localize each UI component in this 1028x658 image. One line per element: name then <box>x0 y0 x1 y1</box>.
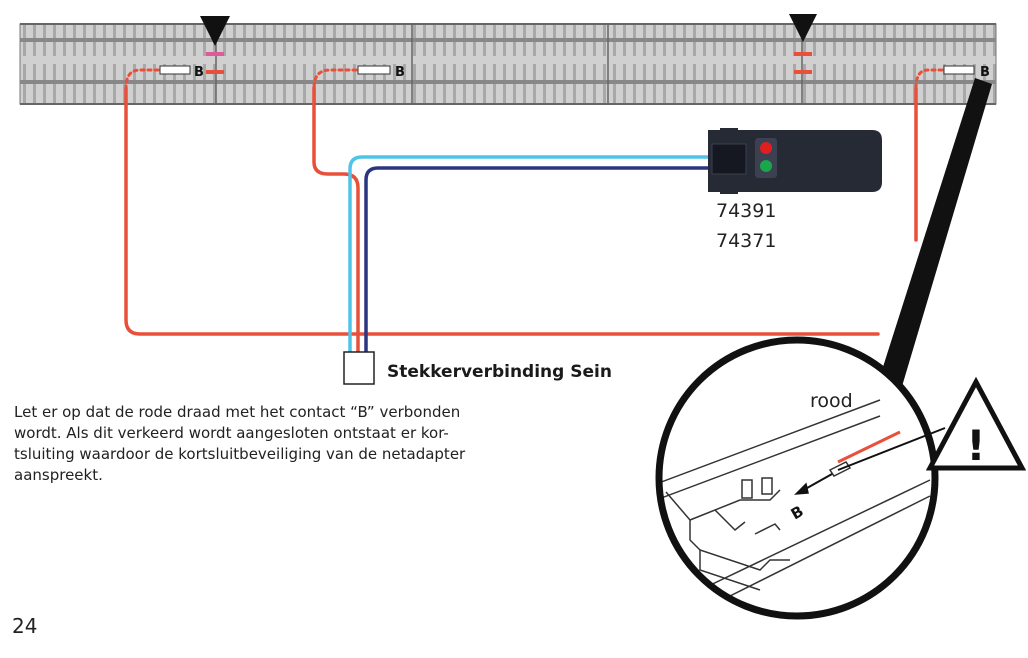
detail-wire <box>837 430 901 464</box>
blue-wire-group <box>348 155 714 354</box>
red-wire-left-dotted <box>124 68 160 90</box>
isolation-point-right <box>789 14 817 74</box>
plug-connector-middle: B <box>357 65 405 80</box>
track-bed <box>19 23 997 105</box>
detail-rail <box>709 495 931 607</box>
note-line: wordt. Als dit verkeerd wordt aangeslote… <box>14 424 449 442</box>
model-number-1: 74391 <box>716 200 777 222</box>
plug-connector-icon <box>357 65 391 75</box>
plug-connection-label: Stekkerverbinding Sein <box>387 362 612 382</box>
red-wire-middle-dotted <box>312 68 358 90</box>
detail-post <box>761 477 773 495</box>
detail-clip <box>699 550 761 591</box>
plug-connector-icon <box>159 65 191 75</box>
warning-pointer <box>837 427 946 471</box>
detail-rail <box>659 415 881 507</box>
detail-post <box>741 479 753 499</box>
note-line: Let er op dat de rode draad met het cont… <box>14 403 461 421</box>
plug-connector-icon <box>943 65 975 75</box>
separation-arrow-icon <box>789 14 817 42</box>
page-number: 24 <box>12 614 38 638</box>
led-green <box>760 160 772 172</box>
signal-module <box>708 128 882 194</box>
magnifier-pointer <box>868 78 992 420</box>
plug-connector-right: B <box>943 65 990 80</box>
detail-rail <box>699 479 931 591</box>
contact-b-label: B <box>980 65 990 80</box>
module-tab <box>720 189 738 194</box>
isolation-mark <box>794 52 812 56</box>
magnifier-ring <box>655 336 939 620</box>
connector-socket <box>711 143 747 175</box>
isolation-point-left <box>200 16 230 74</box>
red-wire-right-dotted <box>914 68 944 90</box>
isolation-mark <box>206 70 224 74</box>
instruction-note: Let er op dat de rode draad met het cont… <box>14 402 494 486</box>
warning-triangle-icon: ! <box>925 376 1027 471</box>
signal-plug-box <box>343 351 375 385</box>
rail-bottom <box>20 80 996 84</box>
detail-rail <box>659 399 881 491</box>
rail-top <box>20 38 996 42</box>
model-number-2: 74371 <box>716 230 777 252</box>
signal-module-icon <box>708 130 882 192</box>
note-line: tsluiting waardoor de kortsluitbeveiligi… <box>14 445 466 463</box>
light-blue-wire <box>348 155 714 354</box>
red-wire-left <box>124 86 880 336</box>
detail-bracket <box>714 509 781 535</box>
separation-arrow-icon <box>200 16 230 46</box>
track-section <box>19 23 997 105</box>
red-wire-middle <box>312 86 360 354</box>
red-wire-group <box>124 68 944 354</box>
isolation-mark <box>794 70 812 74</box>
module-tab <box>720 128 738 133</box>
contact-b-label: B <box>194 65 204 80</box>
warning-exclamation: ! <box>966 421 985 470</box>
contact-b-label: B <box>395 65 405 80</box>
detail-arrow-head <box>794 482 809 495</box>
dark-blue-wire <box>364 166 714 354</box>
isolation-mark <box>206 52 224 56</box>
plug-connector-left: B <box>159 65 204 80</box>
note-line: aanspreekt. <box>14 466 103 484</box>
led-red <box>760 142 772 154</box>
magnifier-circle-icon: B <box>655 336 939 620</box>
wire-color-label: rood <box>810 390 853 412</box>
